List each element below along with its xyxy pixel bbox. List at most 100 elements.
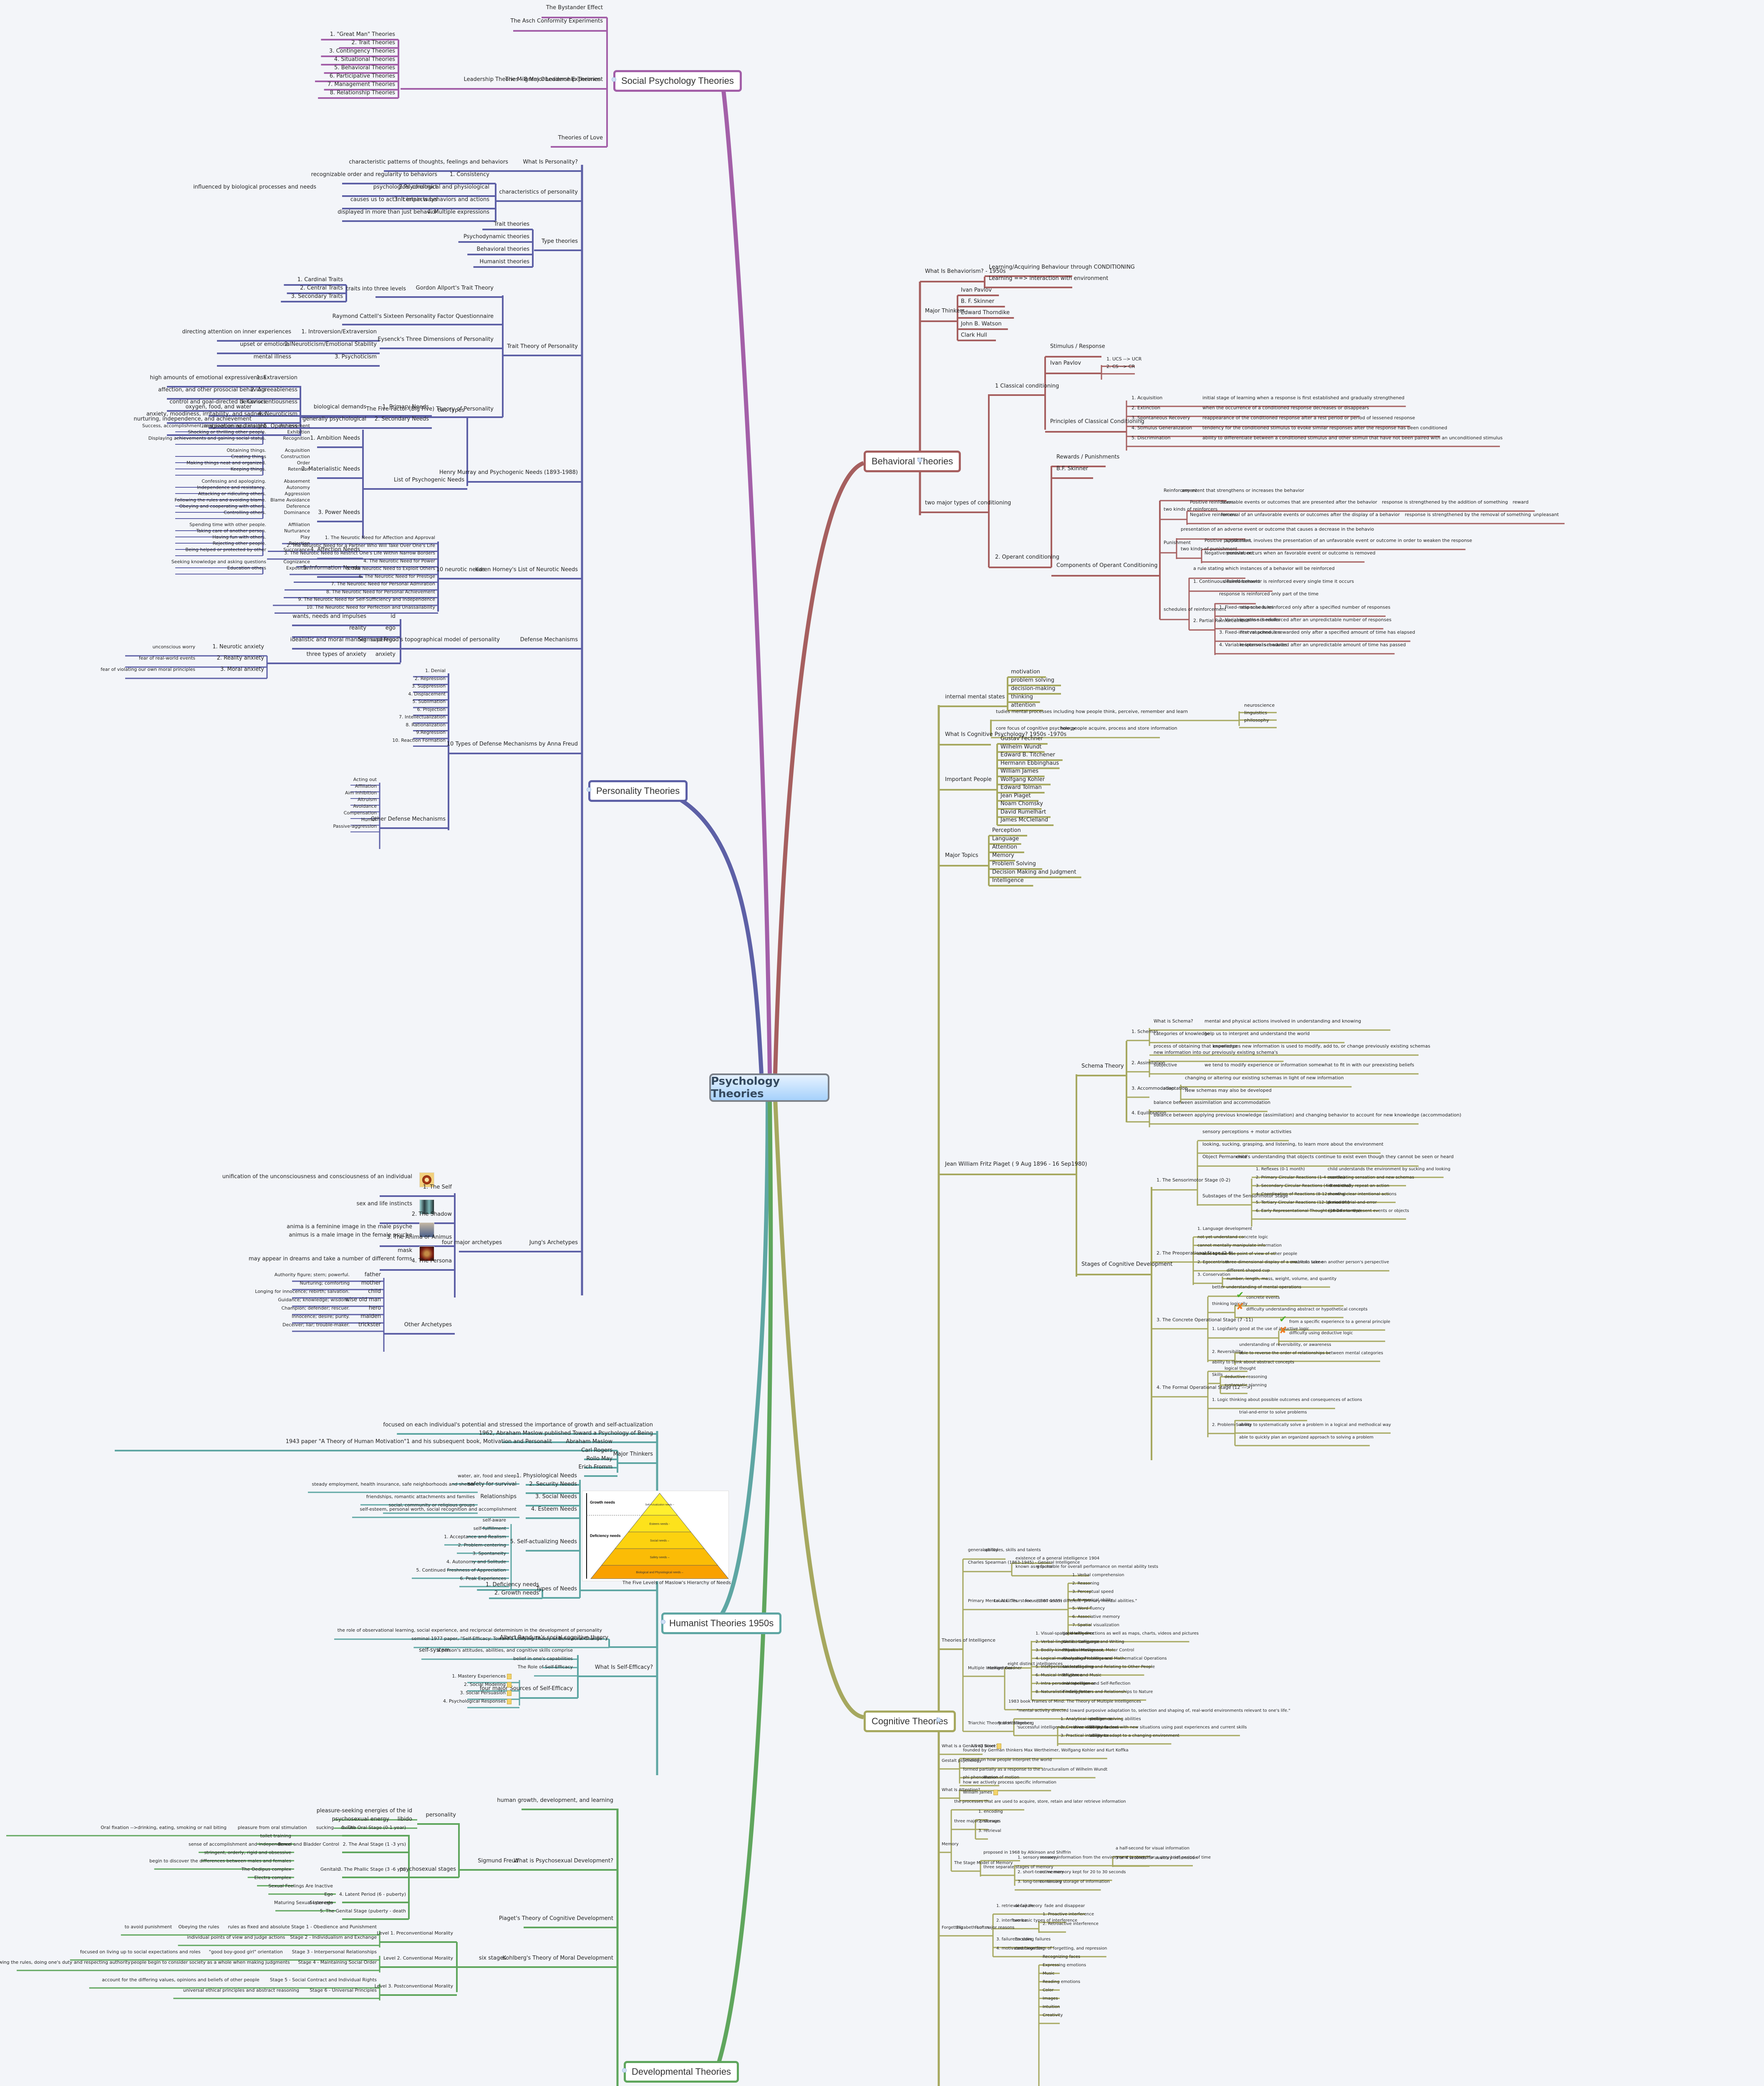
reinforcer-detail[interactable]: unpleasant	[1533, 512, 1559, 517]
schema-detail[interactable]: changing or altering our existing schema…	[1185, 1075, 1344, 1081]
three-major-processes[interactable]: three major processes	[954, 1819, 1001, 1824]
classical-principle[interactable]: 5. Discrimination	[1131, 435, 1171, 441]
reinforcement-schedule[interactable]: 3. Fixed-interval schedules	[1219, 630, 1280, 635]
branch-behavioral[interactable]: Behavioral Theories	[864, 451, 961, 472]
maslow-need[interactable]: 5. Self-actualizing Needs	[510, 1539, 577, 1545]
egocentrism[interactable]: 2. Egocentrism	[1197, 1260, 1229, 1265]
preoperational-detail[interactable]: cannot mentally manipulate information	[1197, 1243, 1282, 1248]
ivan-pavlov[interactable]: Ivan Pavlov	[1050, 360, 1081, 366]
problem-solving[interactable]: 2. Problem-Solving	[1212, 1423, 1251, 1427]
stage-detail[interactable]: pleasure from oral stimulation	[237, 1825, 307, 1830]
psychogenic-need[interactable]: Cognizance	[283, 559, 310, 564]
preoperational-stage[interactable]: 2. The Preoperational Stage (2-6)	[1157, 1250, 1233, 1256]
right-brain-function[interactable]: Expressing emotions	[1043, 1963, 1086, 1968]
phi-phenomenon[interactable]: phi phenomenon.	[963, 1775, 1000, 1780]
archetype-other[interactable]: hero	[368, 1305, 381, 1311]
punishment-description[interactable]: application, involves the presentation o…	[1225, 538, 1472, 543]
stage-detail[interactable]: sucking	[316, 1825, 334, 1830]
sensorimotor-stage[interactable]: 1. The Sensorimotor Stage (0-2)	[1157, 1177, 1231, 1183]
collapse-toggle-icon[interactable]	[587, 787, 591, 792]
continuous-reinforcement-definition[interactable]: desired behavior is reinforced every sin…	[1223, 579, 1354, 584]
personality-characteristic[interactable]: 1. Consistency	[449, 171, 489, 178]
psychogenic-need-description[interactable]: Displaying achievements and gaining soci…	[148, 436, 266, 441]
psychosexual-stage[interactable]: 1. The Oral Stage (0-1 year)	[341, 1825, 406, 1830]
humanist-thinker[interactable]: Carl Rogers	[581, 1447, 612, 1454]
memory-definition[interactable]: the processes that are used to acquire, …	[954, 1799, 1126, 1804]
three-stages-of-memory[interactable]: three separate stages of memory	[983, 1865, 1053, 1869]
four-major-reasons[interactable]: four major reasons	[975, 1925, 1015, 1930]
defense-mechanism-other[interactable]: Acting out	[353, 777, 377, 782]
branch-cognitive[interactable]: Cognitive Theories	[864, 1711, 956, 1732]
psychogenic-need[interactable]: Rejection	[289, 541, 310, 546]
defense-mechanism[interactable]: 3. Suppression	[411, 683, 446, 689]
leadership-theory[interactable]: 1. "Great Man" Theories	[330, 31, 395, 38]
moral-stage-detail[interactable]: to avoid punishment	[124, 1924, 172, 1930]
social-item[interactable]: The Bystander Effect	[546, 5, 603, 11]
psychogenic-need[interactable]: Construction	[280, 454, 310, 459]
related-field[interactable]: neuroscience	[1244, 703, 1275, 708]
frames-of-mind-book[interactable]: 1983 book Frames of Mind: The Theory of …	[1008, 1699, 1141, 1704]
concrete-operational-stage[interactable]: 3. The Concrete Operational Stage (7 -11…	[1157, 1317, 1253, 1323]
formal-logic-detail[interactable]: thinking about possible outcomes and con…	[1230, 1398, 1362, 1402]
behavioral-thinker[interactable]: Clark Hull	[961, 332, 987, 338]
primary-mental-abilities[interactable]: Primary Mental Abilities	[968, 1599, 1018, 1603]
egocentrism-detail[interactable]: three-dimensional display of a mountain …	[1225, 1260, 1323, 1265]
schedule-description[interactable]: first response is rewarded only after a …	[1240, 630, 1415, 635]
neurotic-need[interactable]: 2. The Neurotic Need for a Partner Who W…	[286, 542, 435, 548]
cognitive-psychology-scope[interactable]: tudies mental processes including how pe…	[996, 709, 1188, 714]
neurotic-need[interactable]: 6. The Neurotic Need for Prestige	[358, 573, 435, 579]
anxiety-description[interactable]: fear of violating our own moral principl…	[101, 667, 195, 672]
need-examples[interactable]: nurturing, independence, and achievement	[134, 416, 252, 422]
abraham-maslow[interactable]: Abraham Maslow	[566, 1439, 612, 1445]
stages-of-cognitive-development[interactable]: Stages of Cognitive Development	[1081, 1261, 1173, 1267]
psychogenic-need-description[interactable]: Controlling others.	[224, 510, 266, 515]
reinforcement-schedule[interactable]: 4. Variable-interval schedules	[1219, 642, 1287, 647]
maslow-need[interactable]: 4. Esteem Needs	[531, 1506, 577, 1512]
important-person[interactable]: Wolfgang Kohler	[1000, 776, 1045, 783]
schema-concept[interactable]: 3. Accommodation	[1131, 1086, 1175, 1091]
sources-of-self-efficacy[interactable]: four major Sources of Self-Efficacy	[479, 1685, 573, 1692]
important-people[interactable]: Important People	[945, 776, 992, 783]
behavioral-thinker[interactable]: Ivan Pavlov	[961, 287, 992, 293]
need-type[interactable]: 2. Secondary Needs	[374, 416, 429, 422]
important-person[interactable]: Gustav Fechner	[1000, 736, 1043, 742]
stage-detail[interactable]: The Oedipus complex	[241, 1867, 291, 1872]
memory-process[interactable]: 1. encoding	[978, 1809, 1003, 1814]
reinforcer-detail[interactable]: favorable events or outcomes that are pr…	[1221, 499, 1377, 505]
two-kinds-of-punishment[interactable]: two kinds of punishment	[1181, 546, 1237, 552]
intelligence-type[interactable]: 4. Logical-mathematical Intelligence	[1036, 1656, 1111, 1661]
schedules-definition[interactable]: a rule stating which instances of a beha…	[1193, 566, 1335, 571]
moral-stage[interactable]: Stage 1 - Obedience and Punishment	[291, 1924, 377, 1930]
social-item[interactable]: The Asch Conformity Experiments	[510, 18, 603, 24]
reversibility-detail[interactable]: understanding of reversibility, or aware…	[1239, 1343, 1331, 1347]
right-brain-function[interactable]: Creativity	[1043, 2013, 1063, 2018]
memory-process[interactable]: 2. storage	[978, 1819, 1000, 1824]
archetype-description[interactable]: may appear in dreams and take a number o…	[248, 1256, 412, 1262]
defense-mechanism-other[interactable]: Affiliation	[355, 784, 377, 789]
memory-stage[interactable]: 1. sensory memory	[1018, 1855, 1058, 1860]
behavioral-thinker[interactable]: B. F. Skinner	[961, 298, 995, 305]
need-qualifier[interactable]: safety for survival	[467, 1481, 517, 1487]
conservation-detail[interactable]: number, length, mass, weight, volume, an…	[1227, 1277, 1337, 1281]
object-permanence-definition[interactable]: child's understanding that objects conti…	[1236, 1154, 1454, 1159]
psyche-description[interactable]: idealistic and moral manner	[290, 637, 366, 643]
maslow-need[interactable]: 1. Physiological Needs	[516, 1473, 577, 1479]
moral-stage[interactable]: Stage 2 - Individualism and Exchange	[290, 1935, 377, 1940]
mental-ability[interactable]: 1. Verbal comprehension	[1072, 1573, 1124, 1577]
maslow-need[interactable]: 2. Security Needs	[529, 1481, 577, 1487]
need-detail[interactable]: 6. Peak Experiences	[460, 1576, 506, 1581]
stimulus-response[interactable]: Stimulus / Response	[1050, 343, 1105, 350]
limitation[interactable]: difficulty using deductive logic✘	[1279, 1325, 1353, 1336]
important-person[interactable]: Hermann Ebbinghaus	[1000, 760, 1059, 766]
psyche-description[interactable]: wants, needs and impulses	[292, 613, 366, 620]
psychogenic-need[interactable]: Nurturance	[284, 528, 310, 534]
general-ability[interactable]: general ability	[968, 1548, 998, 1552]
preoperational-detail[interactable]: not yet understand concrete logic	[1197, 1235, 1268, 1240]
problem-solving-detail[interactable]: able to quickly plan an organized approa…	[1239, 1435, 1373, 1440]
behavioral-thinker[interactable]: Edward Thorndike	[961, 310, 1010, 316]
stage-detail[interactable]: Electra complex	[254, 1875, 291, 1880]
schema-concept[interactable]: 2. Assimilation	[1131, 1060, 1165, 1066]
important-person[interactable]: Edward B. Titchener	[1000, 752, 1055, 758]
psychogenic-need-description[interactable]: Attacking or ridiculing others.	[198, 491, 266, 496]
psychogenic-need[interactable]: Order	[297, 460, 310, 466]
